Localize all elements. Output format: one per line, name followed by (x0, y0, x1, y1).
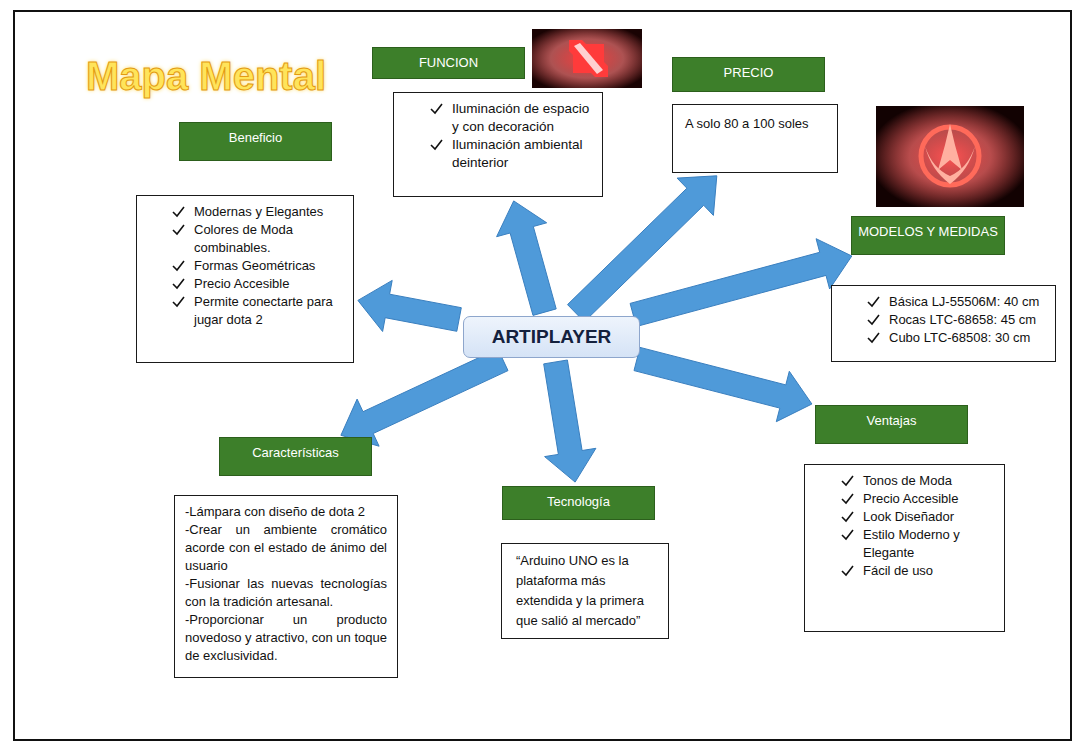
content-box: A solo 80 a 100 soles (672, 104, 838, 173)
check-mark (866, 313, 880, 326)
list-item: Precio Accesible (863, 490, 994, 508)
list-item: Fácil de uso (863, 562, 994, 580)
check-mark (866, 331, 880, 344)
check-mark (840, 492, 854, 505)
heading-text: PRECIO (679, 65, 818, 80)
content-box: Tonos de ModaPrecio AccesibleLook Diseña… (804, 464, 1005, 632)
block-arrow (341, 349, 508, 446)
heading-box: Tecnología (502, 486, 655, 520)
body-text: -Lámpara con diseño de dota 2 (185, 503, 387, 521)
check-mark (840, 528, 854, 541)
list-item: Rocas LTC-68658: 45 cm (889, 311, 1045, 329)
check-mark (840, 474, 854, 487)
heading-box: Beneficio (179, 122, 332, 161)
heading-text: Características (226, 445, 365, 460)
topic-text: ARTIPLAYER (470, 326, 633, 348)
list-item: Iluminación ambiental deinterior (452, 136, 592, 172)
body-text: A solo 80 a 100 soles (685, 115, 825, 133)
list-item: Permite conectarte para jugar dota 2 (194, 293, 343, 329)
check-mark (429, 102, 443, 115)
heading-box: FUNCION (372, 47, 525, 79)
heading-text: FUNCION (379, 55, 518, 70)
central-topic: ARTIPLAYER (463, 316, 640, 358)
body-text: “Arduino UNO es la plataforma más extend… (516, 551, 654, 631)
check-mark (171, 205, 185, 218)
list-item: Modernas y Elegantes (194, 203, 343, 221)
block-arrow (634, 347, 812, 421)
list-item: Estilo Moderno y Elegante (863, 526, 994, 562)
list-item: Básica LJ-55506M: 40 cm (889, 293, 1045, 311)
list-item: Formas Geométricas (194, 257, 343, 275)
list-item: Cubo LTC-68508: 30 cm (889, 329, 1045, 347)
heading-text: Beneficio (186, 130, 325, 145)
check-mark (171, 259, 185, 272)
rebel-lamp-photo (876, 106, 1024, 207)
check-mark (171, 223, 185, 236)
heading-text: MODELOS Y MEDIDAS (858, 224, 998, 239)
block-arrow (544, 360, 596, 482)
body-text: -Fusionar las nuevas tecnologías con la … (185, 575, 387, 611)
content-box: Básica LJ-55506M: 40 cmRocas LTC-68658: … (831, 285, 1056, 362)
heading-box: Ventajas (815, 405, 968, 444)
list-item: Colores de Moda combinables. (194, 221, 343, 257)
heading-text: Ventajas (822, 413, 961, 428)
dota-lamp-photo (532, 29, 642, 88)
check-mark (866, 295, 880, 308)
check-mark (840, 510, 854, 523)
check-mark (171, 277, 185, 290)
page-title: Mapa Mental (86, 54, 326, 99)
content-box: “Arduino UNO es la plataforma más extend… (501, 543, 669, 639)
check-mark (429, 138, 443, 151)
content-box: Modernas y ElegantesColores de Moda comb… (136, 195, 354, 363)
list-item: Tonos de Moda (863, 472, 994, 490)
list-item: Look Diseñador (863, 508, 994, 526)
list-item: Precio Accesible (194, 275, 343, 293)
content-box: -Lámpara con diseño de dota 2-Crear un a… (174, 495, 398, 678)
block-arrow (630, 239, 852, 327)
heading-text: Tecnología (509, 494, 648, 509)
heading-box: MODELOS Y MEDIDAS (851, 216, 1005, 255)
body-text: -Proporcionar un producto novedoso y atr… (185, 611, 387, 665)
block-arrow (358, 280, 461, 331)
check-mark (840, 564, 854, 577)
page-frame (14, 11, 1071, 740)
body-text: -Crear un ambiente cromático acorde con … (185, 521, 387, 575)
list-item: Iluminación de espacio y con decoración (452, 100, 592, 136)
check-mark (171, 295, 185, 308)
heading-box: Características (219, 437, 372, 476)
content-box: Iluminación de espacio y con decoraciónI… (393, 92, 603, 197)
heading-box: PRECIO (672, 57, 825, 92)
block-arrow (497, 201, 557, 316)
